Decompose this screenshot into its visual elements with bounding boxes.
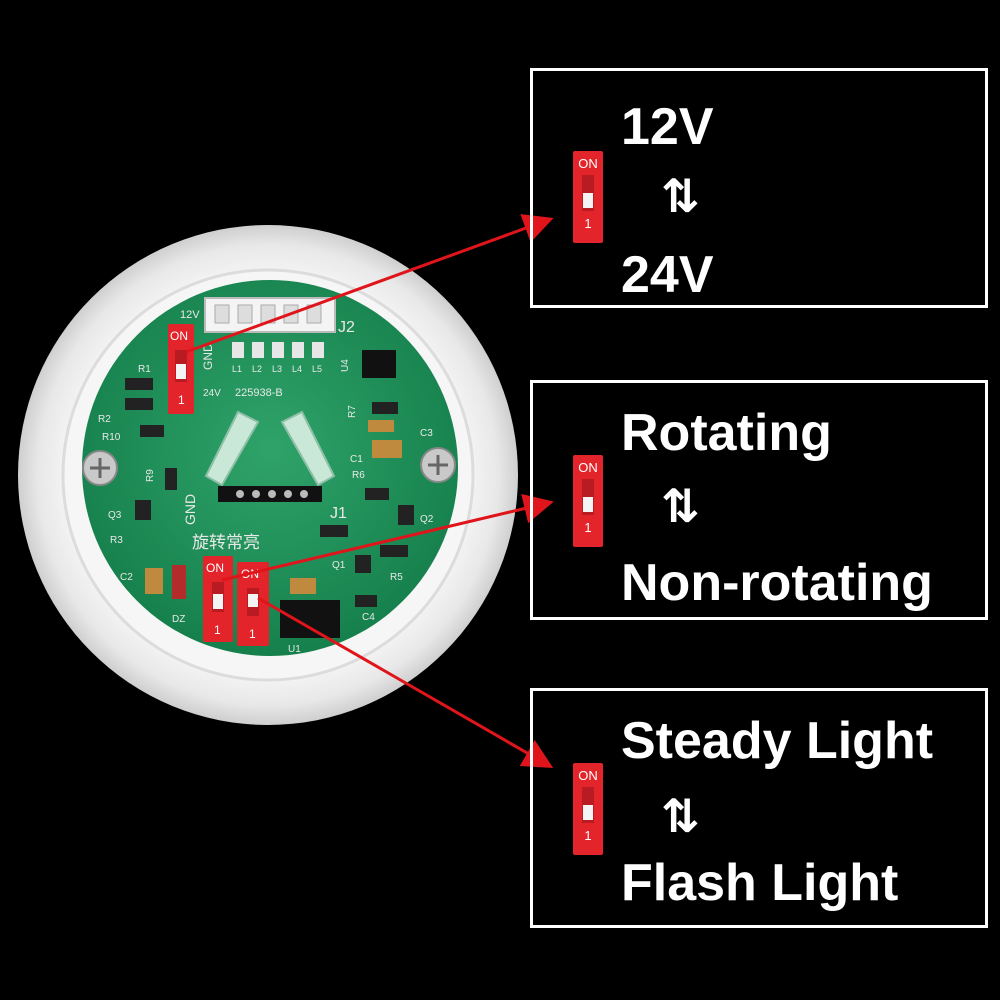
smd-components <box>125 378 414 638</box>
pcb-label-gnd-top: GND <box>201 343 215 370</box>
pcb-label-r10: R10 <box>102 432 121 443</box>
svg-text:ON: ON <box>206 561 224 575</box>
led-pads <box>232 342 324 358</box>
callout-rotation: Rotating ON 1 ⇅ Non-rotating <box>530 380 988 620</box>
rotation-top-label: Rotating <box>621 404 832 462</box>
pcb-label-c1: C1 <box>350 454 363 465</box>
pcb-label-r5: R5 <box>390 572 403 583</box>
pcb-label-gnd-mid: GND <box>182 494 198 525</box>
board-dip-voltage: ON 1 <box>168 324 194 414</box>
connector-pins <box>214 304 322 324</box>
swap-arrows-icon: ⇅ <box>661 479 700 533</box>
pcb-label-r9: R9 <box>145 469 156 482</box>
pcb-label-j2: J2 <box>338 319 355 336</box>
rotation-bottom-label: Non-rotating <box>621 554 933 612</box>
screw-left <box>82 450 118 486</box>
pcb-label-c3: C3 <box>420 428 433 439</box>
pcb-label-q2: Q2 <box>420 514 434 525</box>
pcb-label-c4: C4 <box>362 612 375 623</box>
light-top-label: Steady Light <box>621 712 934 770</box>
arrow-rotation <box>221 493 554 582</box>
pcb-label-r1: R1 <box>138 364 151 375</box>
pcb-label-l2: L2 <box>252 364 262 374</box>
ic-u4 <box>362 350 396 378</box>
voltage-dip-switch-icon: ON 1 <box>573 151 603 243</box>
arrow-voltage <box>185 214 554 354</box>
swap-arrows-icon: ⇅ <box>661 789 700 843</box>
svg-text:ON: ON <box>170 329 188 343</box>
callout-voltage: 12V ON 1 ⇅ 24V <box>530 68 988 308</box>
pcb-label-r3: R3 <box>110 535 123 546</box>
pcb-silkscreen: 12V J2 L1 L2 L3 L4 L5 U4 24V 225938-B GN… <box>98 309 434 655</box>
arrow-light <box>257 596 554 768</box>
pcb-label-l1: L1 <box>232 364 242 374</box>
voltage-top-label: 12V <box>621 98 714 156</box>
pcb-board <box>82 280 458 656</box>
pcb-label-c2: C2 <box>120 572 133 583</box>
light-dip-switch-icon: ON 1 <box>573 763 603 855</box>
svg-text:1: 1 <box>178 393 185 407</box>
board-dip-rotation: ON 1 <box>203 556 233 642</box>
pcb-label-l3: L3 <box>272 364 282 374</box>
led-triangle <box>204 410 336 502</box>
voltage-bottom-label: 24V <box>621 246 714 304</box>
callout-light: Steady Light ON 1 ⇅ Flash Light <box>530 688 988 928</box>
pcb-label-dz: DZ <box>172 614 185 625</box>
pcb-label-j1: J1 <box>330 505 347 522</box>
light-bottom-label: Flash Light <box>621 854 899 912</box>
pcb-label-r2: R2 <box>98 414 111 425</box>
pcb-label-r7: R7 <box>347 405 358 418</box>
board-dip-light: ON 1 <box>237 562 269 646</box>
pcb-label-part: 225938-B <box>235 387 283 399</box>
pcb-label-l4: L4 <box>292 364 302 374</box>
svg-text:1: 1 <box>214 623 221 637</box>
pcb-label-12v: 12V <box>180 309 200 321</box>
svg-text:1: 1 <box>249 627 256 641</box>
swap-arrows-icon: ⇅ <box>661 169 700 223</box>
pcb-label-q1: Q1 <box>332 560 346 571</box>
pcb-label-r6: R6 <box>352 470 365 481</box>
pcb-label-q3: Q3 <box>108 510 122 521</box>
pcb-chinese-text: 旋转常亮 <box>192 533 260 552</box>
screw-right <box>420 447 456 483</box>
pcb-label-l5: L5 <box>312 364 322 374</box>
pcb-label-24v: 24V <box>203 388 221 399</box>
pcb-label-u1: U1 <box>288 644 301 655</box>
pcb-label-u4: U4 <box>340 359 351 372</box>
rotation-dip-switch-icon: ON 1 <box>573 455 603 547</box>
